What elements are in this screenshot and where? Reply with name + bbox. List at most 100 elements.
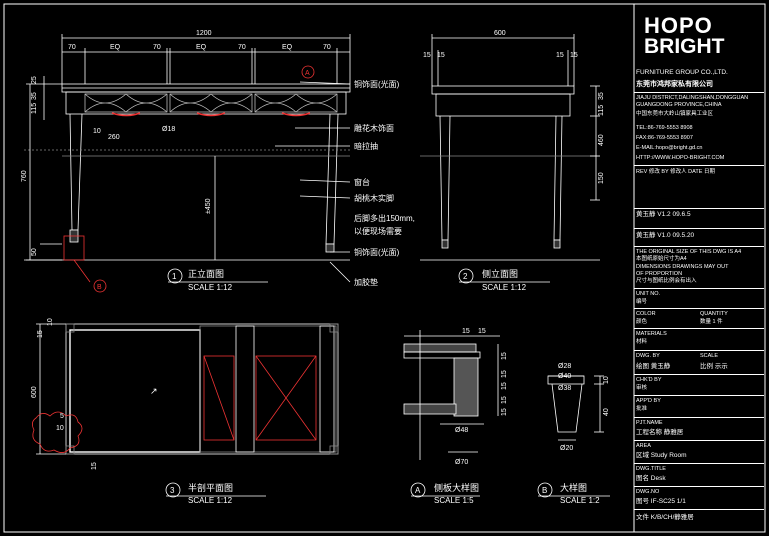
telephone: TEL:86-769-5553 8908 bbox=[636, 125, 693, 131]
unit-cn: 编号 bbox=[636, 299, 648, 305]
dim-plan-10: 10 bbox=[47, 318, 54, 326]
drawing-number-value: 图号 IF-SC25 1/1 bbox=[636, 498, 686, 505]
annotation-9: 加胶垫 bbox=[354, 277, 378, 287]
half-section-plan bbox=[32, 323, 339, 455]
scale-label: SCALE bbox=[700, 353, 719, 359]
dim-b-28: Ø28 bbox=[558, 363, 571, 370]
color-cn: 颜色 bbox=[636, 319, 648, 325]
revision-header: REV 修改 BY 修改人 DATE 日期 bbox=[636, 169, 715, 175]
detail-b bbox=[547, 375, 604, 441]
dim-b-10: 10 bbox=[603, 376, 610, 384]
dim-plan-5: 5 bbox=[60, 413, 64, 420]
front-apron bbox=[65, 91, 347, 115]
address-line-2: GUANGDONG PROVINCE,CHINA bbox=[636, 102, 722, 108]
plan-dimensions: 10 15 600 5 10 15 ↗ bbox=[31, 318, 158, 470]
rule bbox=[634, 228, 764, 229]
dim-plan-600: 600 bbox=[31, 386, 38, 398]
handle-3 bbox=[281, 112, 311, 117]
dim-b-40: Ø40 bbox=[558, 373, 571, 380]
revision-1: 黄玉静 V1.2 09.6.5 bbox=[636, 211, 691, 218]
dim-front-35: 35 bbox=[31, 92, 38, 100]
handle-2 bbox=[196, 112, 226, 117]
dim-front-10: 10 bbox=[93, 128, 101, 135]
dim-front-50: 50 bbox=[31, 248, 38, 256]
materials-cn: 材料 bbox=[636, 339, 648, 345]
note-2: 本图纸原始尺寸为A4 bbox=[636, 256, 687, 262]
logo-top: HOPO bbox=[644, 13, 713, 38]
revision-cloud bbox=[32, 411, 83, 453]
drawing-number-label: DWG.NO bbox=[636, 489, 660, 495]
dim-b-40h: 40 bbox=[603, 408, 610, 416]
fax: FAX:86-769-5553 8907 bbox=[636, 135, 693, 141]
dim-side-150: 150 bbox=[598, 172, 605, 184]
dim-front-1200: 1200 bbox=[196, 30, 212, 37]
note-5: 尺寸与图纸比例会有出入 bbox=[636, 278, 697, 284]
rule bbox=[634, 395, 764, 396]
area-label: AREA bbox=[636, 443, 651, 449]
rule bbox=[634, 288, 764, 289]
rule bbox=[634, 463, 764, 464]
dim-side-15a: 15 bbox=[423, 52, 431, 59]
website: HTTP://WWW.HOPO-BRIGHT.COM bbox=[636, 155, 725, 161]
dim-side-15b: 15 bbox=[437, 52, 445, 59]
dim-front-115: 115 bbox=[31, 103, 38, 114]
dim-plan-10b: 10 bbox=[56, 425, 64, 432]
detail-a-number: A bbox=[415, 486, 421, 495]
color-label: COLOR bbox=[636, 311, 656, 317]
annotation-3: 暗拉抽 bbox=[354, 141, 378, 151]
approved-by-label: APP'D BY bbox=[636, 398, 661, 404]
front-view-title: 正立面图 bbox=[188, 268, 224, 279]
materials-label: MATERIALS bbox=[636, 331, 667, 337]
side-elevation bbox=[420, 34, 600, 261]
front-foot-right bbox=[325, 243, 335, 253]
dim-front-eq2: EQ bbox=[196, 44, 207, 51]
project-label: PJT.NAME bbox=[636, 420, 663, 426]
note-1: THE ORIGINAL SIZE OF THIS DWG IS A4 bbox=[636, 249, 742, 255]
rule bbox=[634, 350, 764, 351]
handle-1 bbox=[111, 112, 141, 117]
carved-panels bbox=[84, 93, 338, 113]
revision-2: 黄玉静 V1.0 09.5.20 bbox=[636, 232, 695, 239]
dim-front-25: 25 bbox=[31, 76, 38, 84]
dim-front-70d: 70 bbox=[323, 44, 331, 51]
dim-side-15c: 15 bbox=[556, 52, 564, 59]
company-logo: HOPO BRIGHT bbox=[644, 13, 725, 59]
company-name-en: FURNITURE GROUP CO.,LTD. bbox=[636, 69, 728, 76]
note-4: OF PROPORTION bbox=[636, 271, 683, 277]
dim-front-70b: 70 bbox=[153, 44, 161, 51]
rule bbox=[634, 165, 764, 166]
logo-bottom: BRIGHT bbox=[644, 35, 725, 58]
checked-by-cn: 审核 bbox=[636, 385, 648, 391]
dim-front-70a: 70 bbox=[68, 44, 76, 51]
drawing-title-label: DWG.TITLE bbox=[636, 466, 666, 472]
detail-b-dimensions: Ø28 Ø40 Ø38 10 40 Ø20 bbox=[558, 363, 610, 452]
detail-a bbox=[403, 330, 500, 460]
annotation-7: 以便现场需要 bbox=[354, 226, 402, 236]
rule bbox=[634, 92, 764, 93]
rule bbox=[634, 246, 764, 247]
plan-view-title: 半剖平面图 bbox=[188, 482, 233, 493]
file-value: 文件 K/B/CH/静雅居 bbox=[636, 514, 694, 521]
dim-plan-15: 15 bbox=[37, 330, 44, 338]
plan-view-number: 3 bbox=[170, 486, 175, 495]
dim-front-eq1: EQ bbox=[110, 44, 121, 51]
dim-a-15g: 15 bbox=[501, 408, 508, 416]
side-view-scale: SCALE 1:12 bbox=[482, 283, 527, 292]
dim-a-15c: 15 bbox=[501, 352, 508, 360]
rule bbox=[634, 208, 764, 209]
callout-labels: A B bbox=[97, 70, 310, 291]
annotation-8: 铜饰面(光面) bbox=[354, 247, 400, 257]
scale-value: 比例 示示 bbox=[700, 363, 728, 370]
dim-side-600: 600 bbox=[494, 30, 506, 37]
detail-b-number: B bbox=[542, 486, 547, 495]
dim-front-70c: 70 bbox=[238, 44, 246, 51]
email: E-MAIL:hopo@bright.gd.cn bbox=[636, 145, 703, 151]
company-name-cn: 东莞市鸿邦家私有限公司 bbox=[636, 81, 713, 88]
dim-a-15d: 15 bbox=[501, 370, 508, 378]
dim-side-15d: 15 bbox=[570, 52, 578, 59]
project-value: 工程名称 静雅居 bbox=[636, 429, 684, 436]
unit-label: UNIT NO. bbox=[636, 291, 661, 297]
note-3: DIMENSIONS DRAWINGS MAY OUT bbox=[636, 264, 729, 270]
dim-b-20: Ø20 bbox=[560, 445, 573, 452]
drawing-title-value: 图名 Desk bbox=[636, 475, 666, 482]
